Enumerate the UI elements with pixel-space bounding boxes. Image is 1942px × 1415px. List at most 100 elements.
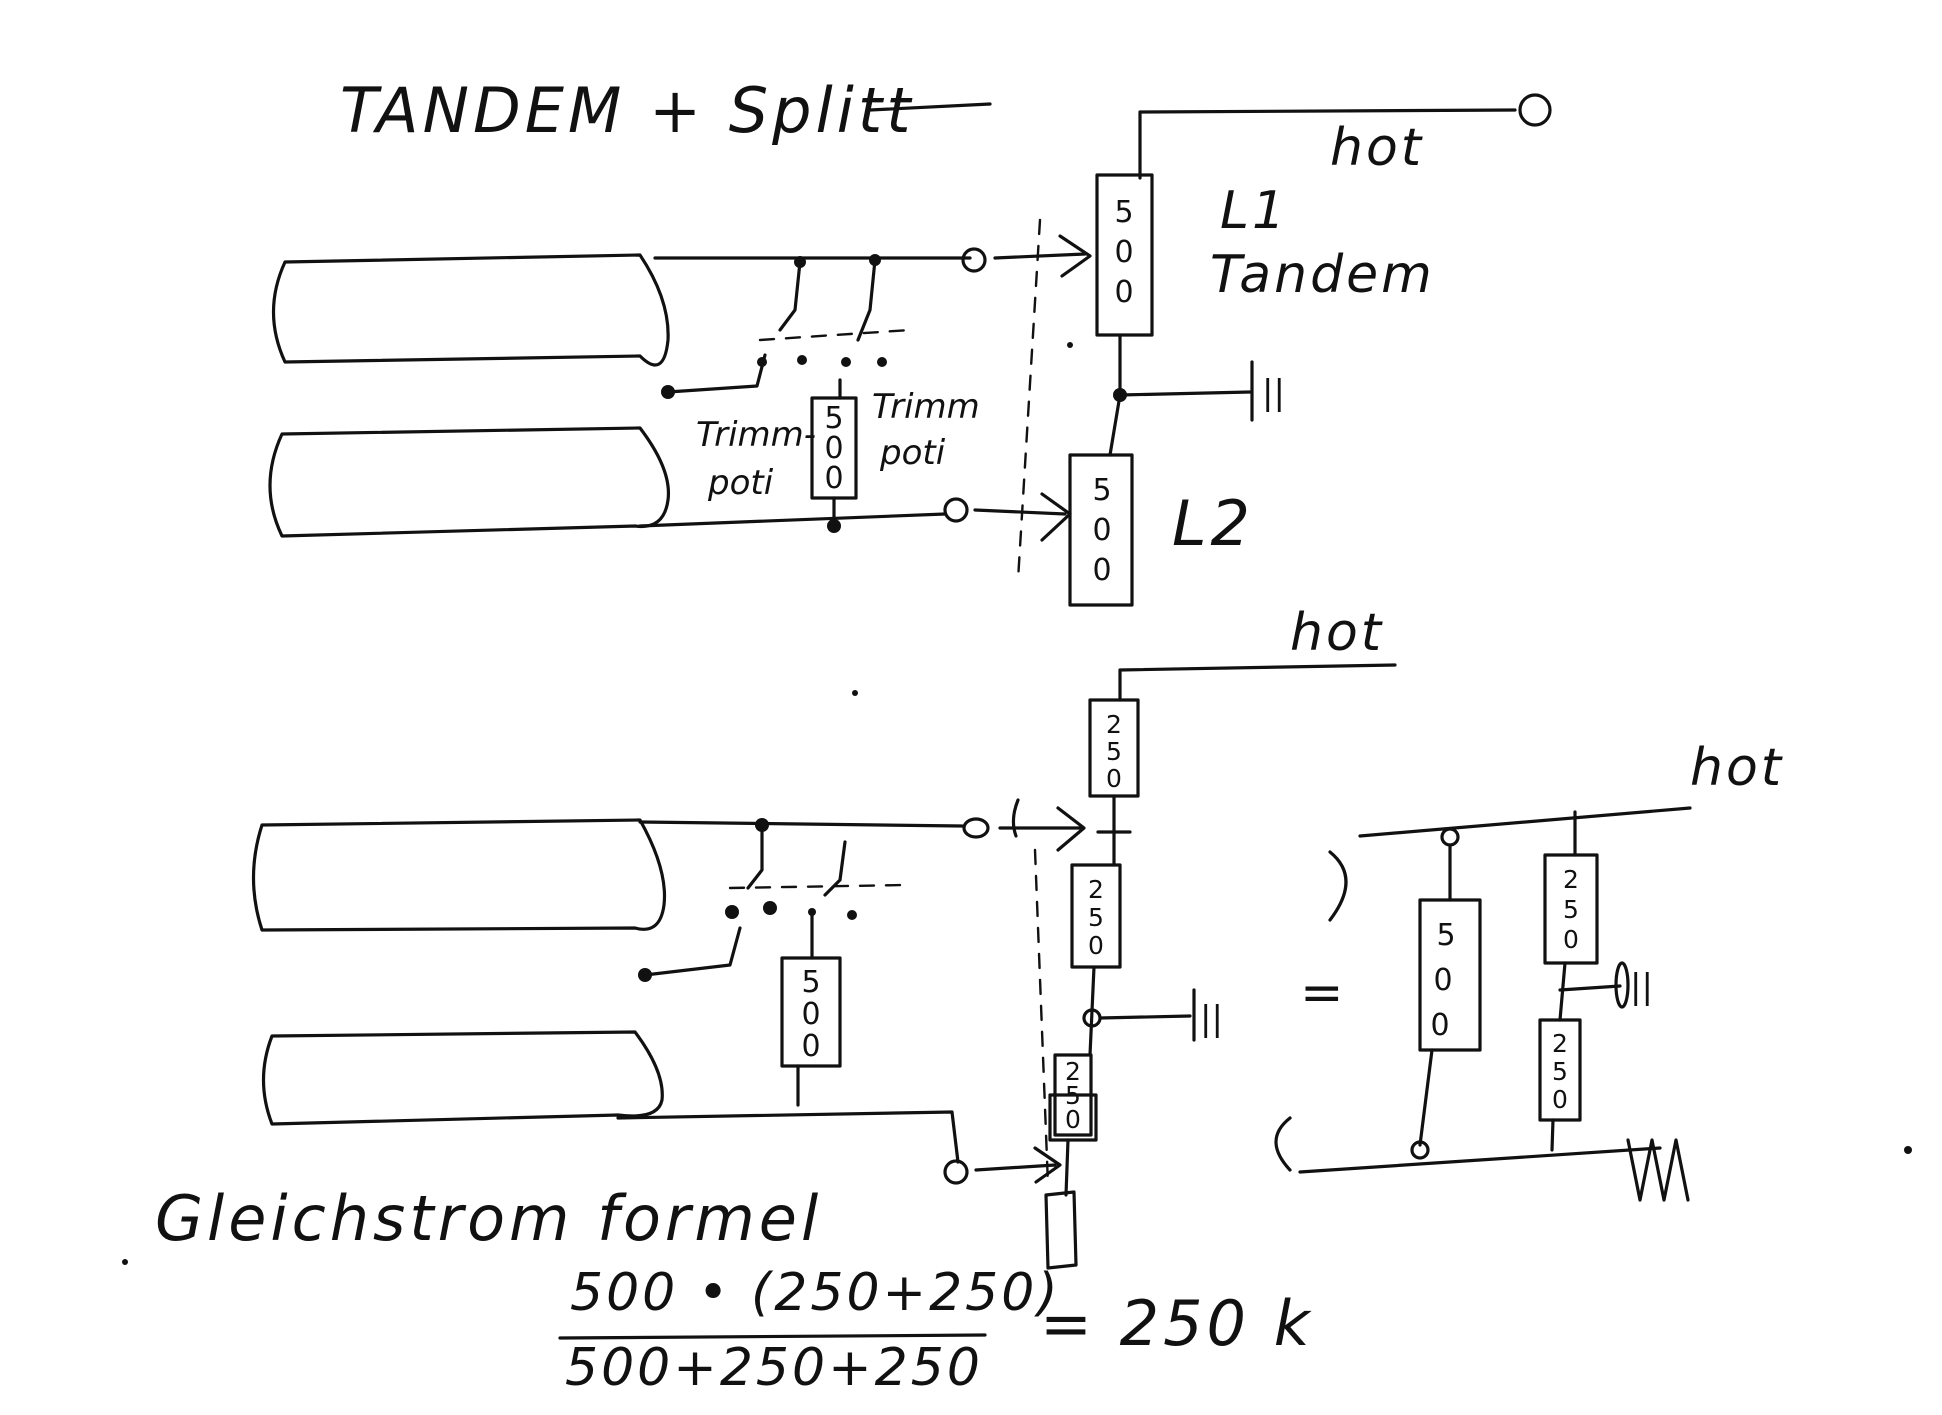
title-strike — [868, 102, 992, 112]
switch-contact — [841, 357, 851, 367]
switch-gang-link — [758, 328, 912, 342]
stray-dot — [122, 1259, 128, 1265]
pot-digit: 0 — [1433, 963, 1452, 998]
trim-label-left-1: Trimm- — [696, 415, 816, 455]
switch-lever — [746, 823, 764, 890]
bottom-wire-upper — [638, 820, 964, 828]
formula-fraction-bar — [558, 1333, 987, 1340]
trim-label-left-2: poti — [707, 463, 774, 503]
pot-250-lower-overdraw — [1048, 1093, 1098, 1142]
switch-contact — [797, 355, 807, 365]
formula-caption: Gleichstrom formel — [155, 1182, 822, 1255]
pot-l1-sublabel: Tandem — [1210, 245, 1435, 305]
trim-label-right-2: poti — [879, 433, 946, 473]
bottom-arrow-lower — [974, 1146, 1062, 1184]
equivalent-hot-label: hot — [1690, 738, 1784, 798]
bottom-hot-label: hot — [1290, 603, 1384, 663]
bottom-junction-wire — [643, 926, 742, 977]
top-coil-junction-wire — [666, 353, 767, 394]
pot-250-middle-value: 2 5 0 — [1088, 875, 1104, 960]
bottom-ground-wire — [1098, 1014, 1192, 1020]
equivalent-ground-rail — [1298, 1146, 1662, 1174]
bottom-hot-wire — [1118, 663, 1397, 702]
bottom-coil-upper — [251, 818, 667, 932]
pot-digit: 0 — [1092, 513, 1111, 548]
pot-digit: 0 — [1563, 925, 1579, 954]
bottom-coil-lower — [261, 1030, 664, 1126]
branch-lead — [1418, 1048, 1434, 1147]
switch-contact — [757, 357, 767, 367]
pot-digit: 5 — [1092, 473, 1111, 508]
pot-digit: 2 — [1563, 865, 1579, 894]
top-hot-label: hot — [1330, 118, 1424, 178]
pot-l2 — [1068, 453, 1134, 607]
equivalent-pot-250-upper-value: 2 5 0 — [1563, 865, 1579, 954]
equivalent-hot-rail — [1358, 806, 1692, 838]
trim-digit: 5 — [801, 965, 820, 1000]
top-coil-lower — [268, 426, 671, 538]
pot-digit: 0 — [1114, 235, 1133, 270]
bottom-terminal-upper — [962, 817, 990, 839]
switch-lever — [778, 260, 802, 332]
formula-numerator: 500 • (250+250) — [570, 1263, 1061, 1323]
stray-dot — [1067, 342, 1073, 348]
pot-stub — [1044, 1190, 1078, 1270]
pot-digit: 5 — [1065, 1081, 1081, 1110]
stray-dot — [852, 690, 858, 696]
equivalent-pot-250-lower — [1538, 1018, 1582, 1122]
bottom-diagram: 5 0 0 hot 2 5 0 2 5 0 || — [251, 603, 1397, 1270]
top-hot-terminal — [1518, 93, 1552, 127]
equivalent-pot-250-lower-value: 2 5 0 — [1552, 1029, 1568, 1114]
bottom-separator — [1033, 848, 1050, 1187]
equivalent-pot-250-upper — [1543, 853, 1599, 965]
equivalent-ground-plate — [1614, 961, 1630, 1009]
pot-digit: 5 — [1552, 1057, 1568, 1086]
top-trim-pot-value: 5 0 0 — [824, 401, 843, 496]
equivalent-ground-wire — [1558, 984, 1622, 992]
pot-digit: 0 — [1088, 931, 1104, 960]
bottom-wire-lower — [616, 1110, 960, 1164]
pot-digit: 5 — [1436, 918, 1455, 953]
equivalent-bracket-bottom — [1274, 1116, 1292, 1172]
pot-250-upper-value: 2 5 0 — [1106, 710, 1122, 793]
sketch-title: TANDEM + Splitt — [340, 74, 915, 147]
pot-digit: 5 — [1114, 195, 1133, 230]
pot-link-wire — [1064, 1138, 1070, 1197]
equivalent-ground-symbol — [1626, 1138, 1690, 1202]
trim-label-right-1: Trimm — [872, 387, 980, 427]
pot-l2-value: 5 0 0 — [1092, 473, 1111, 588]
trim-digit: 0 — [801, 1029, 820, 1064]
branch-lead — [1550, 1118, 1555, 1152]
pot-digit: 0 — [1065, 1105, 1081, 1134]
switch-contact — [725, 905, 739, 919]
bottom-trim-pot-value: 5 0 0 — [801, 965, 820, 1064]
top-ground-mark: || — [1262, 373, 1285, 413]
top-wire-l2 — [638, 512, 947, 528]
pot-250-lower-value: 2 5 0 — [1065, 1057, 1081, 1134]
pot-l1 — [1095, 173, 1154, 337]
top-separator — [1016, 218, 1042, 582]
pot-digit: 2 — [1552, 1029, 1568, 1058]
switch-lever — [856, 258, 877, 342]
top-hot-wire — [1138, 108, 1517, 180]
equivalent-pot-500 — [1418, 898, 1482, 1052]
top-terminal-l2 — [943, 497, 969, 523]
switch-contact — [847, 910, 857, 920]
pot-digit: 0 — [1552, 1085, 1568, 1114]
switch-lever — [823, 840, 847, 897]
formula: Gleichstrom formel 500 • (250+250) 500+2… — [122, 1182, 1310, 1398]
top-ground-wire — [1118, 390, 1252, 397]
bottom-terminal-lower — [943, 1159, 969, 1185]
equivalent-pot-500-value: 5 0 0 — [1430, 918, 1455, 1043]
bottom-separator-mark — [1011, 798, 1020, 838]
trim-digit: 0 — [801, 997, 820, 1032]
stray-dot — [1904, 1146, 1912, 1154]
switch-contact — [877, 357, 887, 367]
pot-digit: 0 — [1092, 553, 1111, 588]
pot-250-middle — [1070, 863, 1122, 969]
formula-denominator: 500+250+250 — [565, 1338, 983, 1398]
trim-digit: 0 — [824, 461, 843, 496]
pot-digit: 2 — [1106, 710, 1122, 739]
top-arrow-l1 — [993, 234, 1092, 278]
equivalent-ground-mark: || — [1630, 967, 1653, 1007]
